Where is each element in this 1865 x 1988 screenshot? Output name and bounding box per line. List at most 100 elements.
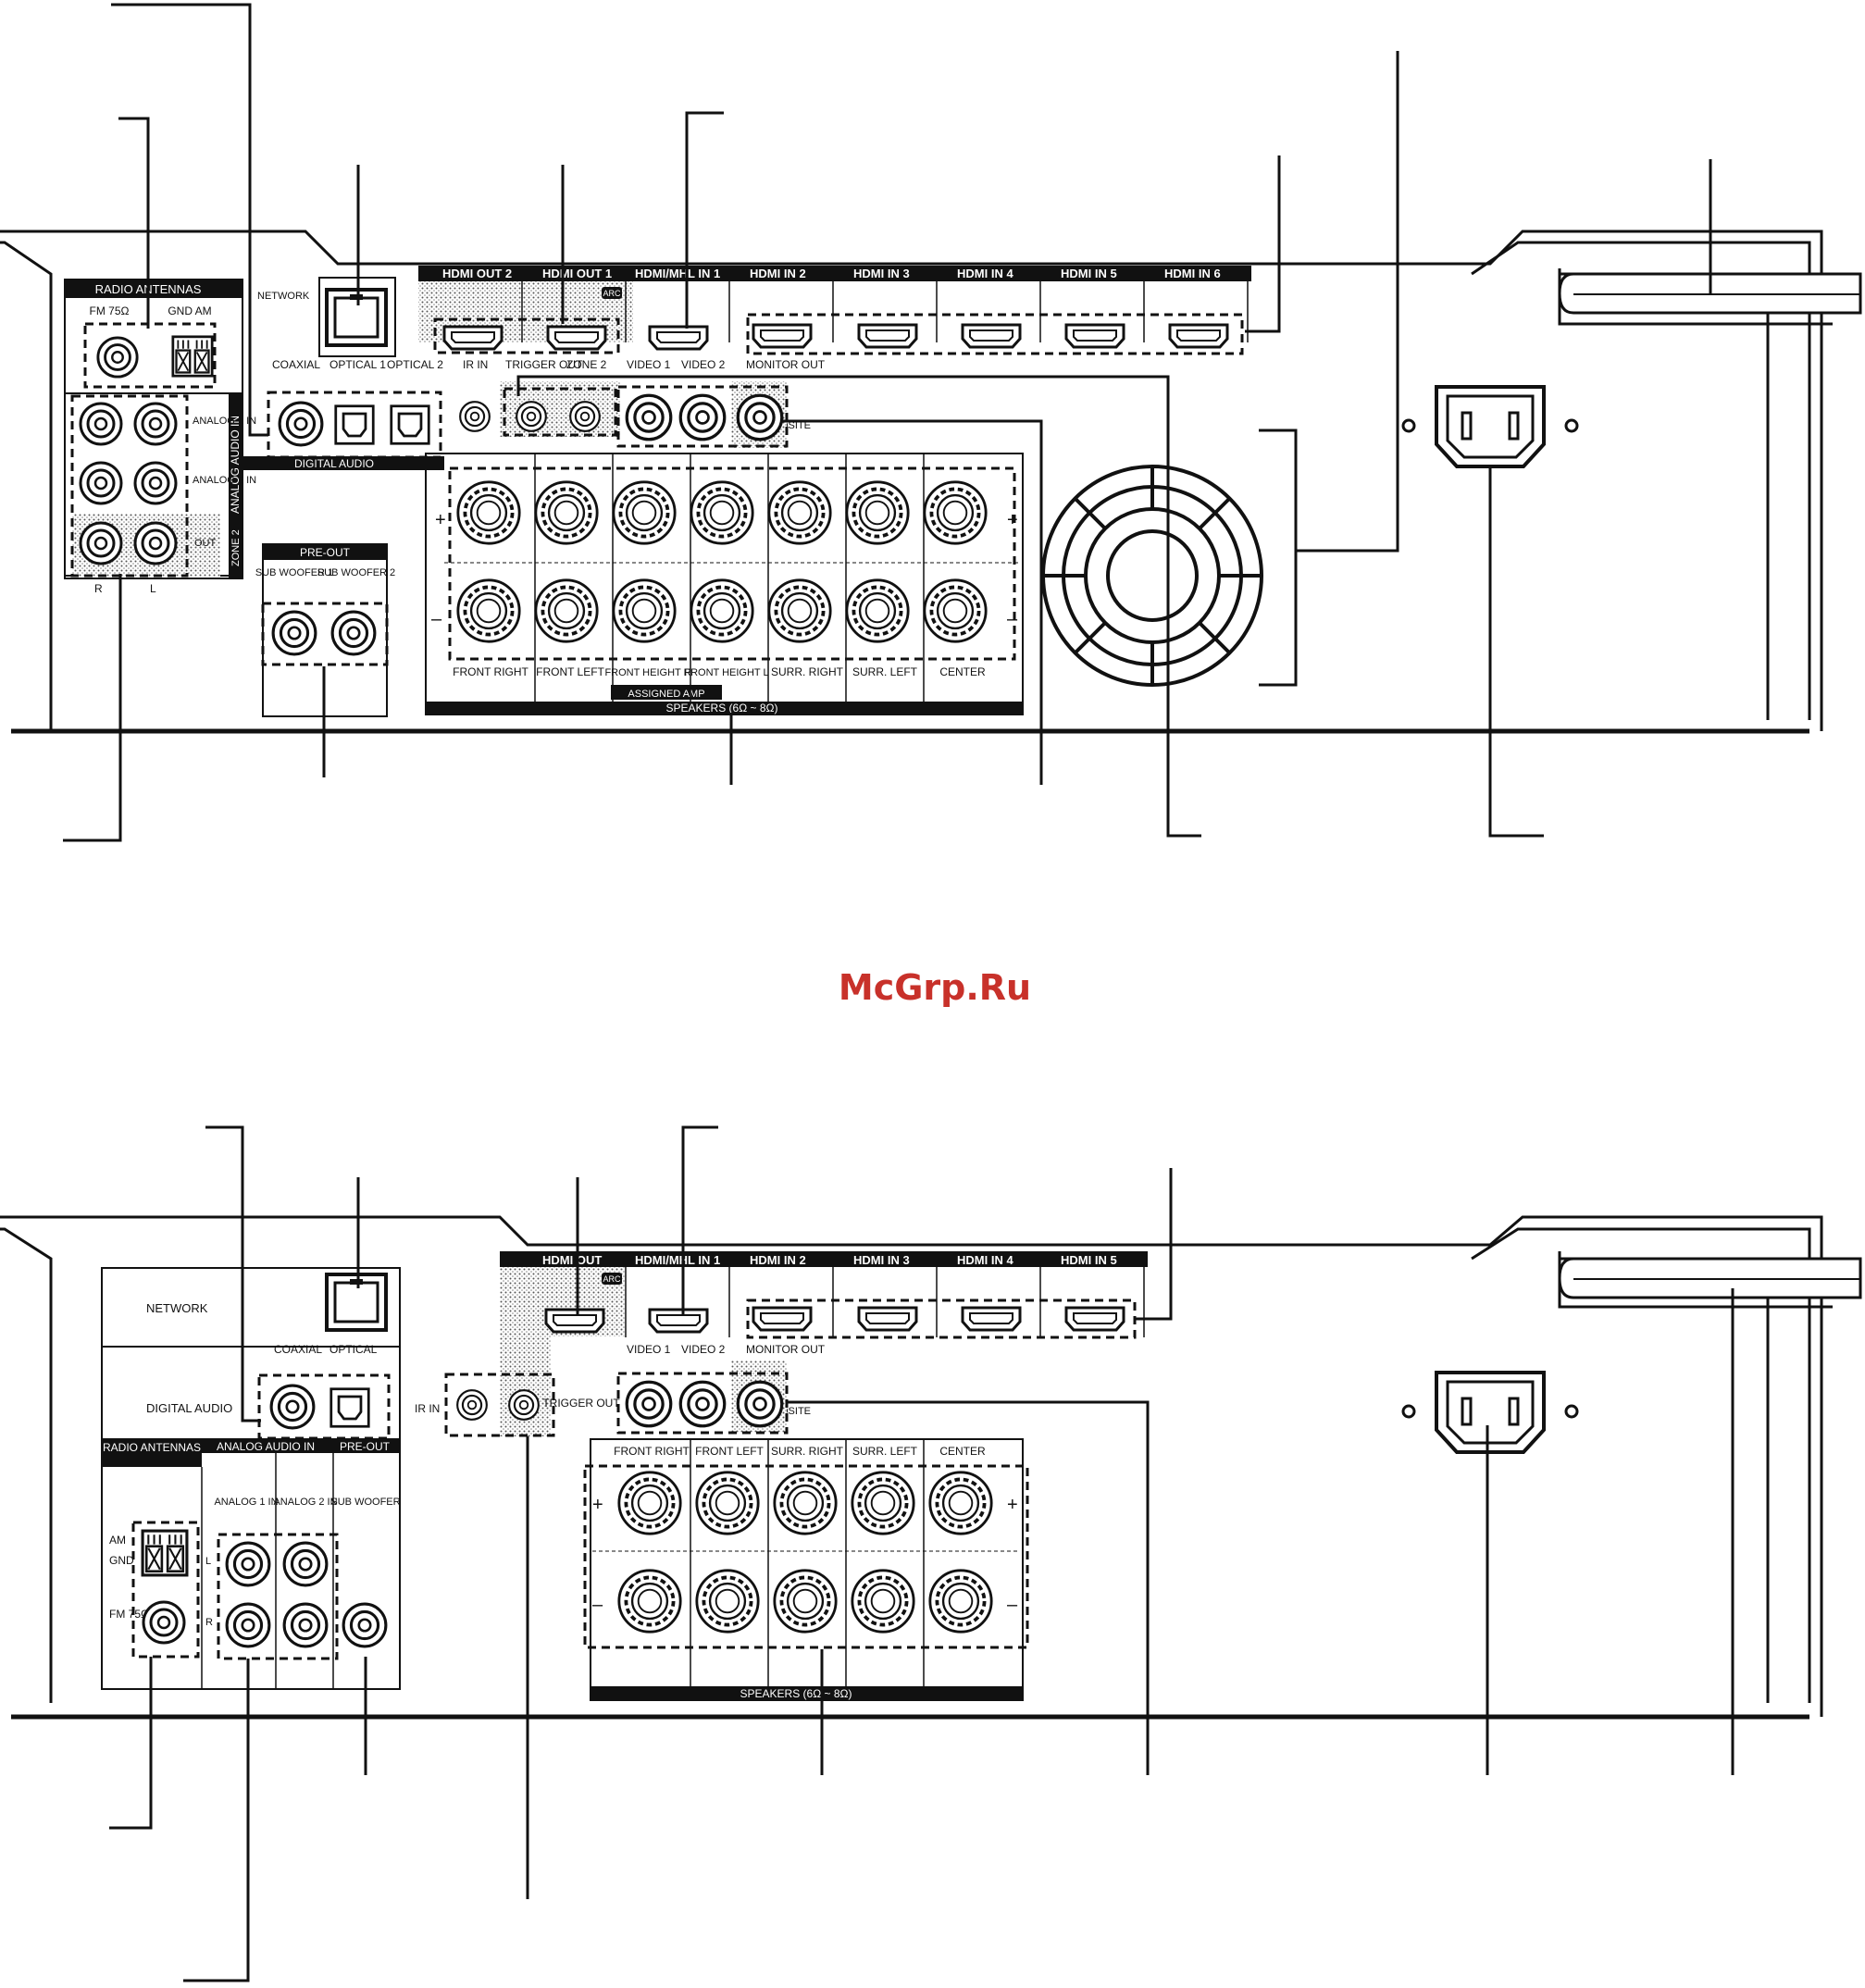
trigger-out-jack[interactable] bbox=[516, 401, 547, 432]
p2-hdmi-mhl-in1-port[interactable] bbox=[648, 1308, 709, 1334]
optical1-label: OPTICAL 1 bbox=[329, 358, 386, 371]
speaker-channel-labels: FRONT RIGHT FRONT LEFT FRONT HEIGHT R FR… bbox=[453, 665, 986, 678]
watermark: McGrp.Ru bbox=[839, 967, 1031, 1008]
panel-1-receiver-rear: RADIO ANTENNAS FM 75Ω GND AM ANALOG AUDI… bbox=[0, 3, 1862, 842]
hdmi-in6-label: HDMI IN 6 bbox=[1164, 267, 1221, 280]
speaker-channel-labels-p2: FRONT RIGHT FRONT LEFT SURR. RIGHT SURR.… bbox=[614, 1445, 986, 1458]
subwoofer2-jack[interactable] bbox=[330, 610, 377, 656]
p2-plus-right-label: + bbox=[1007, 1495, 1018, 1515]
r-label: R bbox=[94, 582, 103, 595]
monitor-out-label: MONITOR OUT bbox=[746, 358, 826, 371]
p2-spk-front-left-label: FRONT LEFT bbox=[695, 1445, 764, 1458]
fm-antenna-jack[interactable] bbox=[96, 336, 139, 379]
p2-ir-in-jack[interactable] bbox=[456, 1389, 488, 1421]
am-antenna-terminal[interactable] bbox=[171, 335, 214, 378]
hdmi-in3-port[interactable] bbox=[857, 323, 918, 349]
analog1-label: ANALOG 1 IN bbox=[193, 416, 256, 427]
zone2-out-r-jack[interactable] bbox=[79, 521, 123, 565]
speakers-label: SPEAKERS (6Ω ~ 8Ω) bbox=[666, 702, 778, 714]
gnd-am-label: GND AM bbox=[168, 304, 211, 317]
p2-video2-jack[interactable] bbox=[678, 1380, 727, 1428]
zone2-out-l-jack[interactable] bbox=[133, 521, 178, 565]
p2-minus-left-label: – bbox=[592, 1595, 603, 1615]
ir-in-jack[interactable] bbox=[459, 401, 491, 432]
p2-hdmi-in3-label: HDMI IN 3 bbox=[853, 1253, 910, 1267]
hdmi-labels: HDMI OUT 2 HDMI OUT 1 HDMI/MHL IN 1 HDMI… bbox=[442, 267, 1221, 280]
hdmi-in2-port[interactable] bbox=[752, 323, 813, 349]
p2-hdmi-out-label: HDMI OUT bbox=[542, 1253, 602, 1267]
callout-lines-p2 bbox=[109, 1125, 1734, 1982]
p2-hdmi-in5-port[interactable] bbox=[1064, 1306, 1125, 1332]
p2-analog2-l-jack[interactable] bbox=[282, 1541, 329, 1587]
p2-fm-antenna-jack[interactable] bbox=[142, 1600, 186, 1645]
spk-front-height-l-label: FRONT HEIGHT L bbox=[684, 667, 768, 678]
monitor-out-jack[interactable] bbox=[736, 393, 784, 441]
hdmi-in4-port[interactable] bbox=[961, 323, 1022, 349]
zone2-out-label: OUT bbox=[194, 538, 217, 549]
spk-surr-left-label: SURR. LEFT bbox=[852, 665, 918, 678]
p2-coaxial-jack[interactable] bbox=[269, 1384, 316, 1430]
p2-video2-label: VIDEO 2 bbox=[681, 1343, 726, 1356]
p2-hdmi-in2-port[interactable] bbox=[752, 1306, 813, 1332]
p2-l-label: L bbox=[205, 1556, 211, 1567]
hdmi-out1-port[interactable] bbox=[546, 325, 607, 351]
p2-hdmi-in3-port[interactable] bbox=[857, 1306, 918, 1332]
p2-radio-antennas-label: RADIO ANTENNAS bbox=[103, 1441, 201, 1454]
hdmi-out2-label: HDMI OUT 2 bbox=[442, 267, 512, 280]
p2-arc-badge: ARC bbox=[603, 1274, 621, 1284]
p2-analog1-label: ANALOG 1 IN bbox=[214, 1497, 278, 1508]
p2-hdmi-mhl-in1-label: HDMI/MHL IN 1 bbox=[635, 1253, 720, 1267]
network-port[interactable] bbox=[325, 288, 388, 347]
subwoofer1-jack[interactable] bbox=[271, 610, 317, 656]
p2-network-port[interactable] bbox=[325, 1273, 388, 1332]
pre-out-label: PRE-OUT bbox=[300, 546, 351, 559]
minus-right-label: – bbox=[1007, 609, 1018, 629]
p2-hdmi-in4-label: HDMI IN 4 bbox=[957, 1253, 1013, 1267]
optical1-port[interactable] bbox=[334, 404, 375, 445]
p2-hdmi-in2-label: HDMI IN 2 bbox=[750, 1253, 806, 1267]
video2-jack[interactable] bbox=[678, 393, 727, 441]
plus-right-label: + bbox=[1007, 510, 1018, 530]
p2-hdmi-in4-port[interactable] bbox=[961, 1306, 1022, 1332]
p2-subwoofer-jack[interactable] bbox=[342, 1602, 388, 1648]
optical2-port[interactable] bbox=[390, 404, 430, 445]
analog2-r-jack[interactable] bbox=[79, 461, 123, 505]
p2-analog1-l-jack[interactable] bbox=[225, 1541, 271, 1587]
assigned-amp-label: ASSIGNED AMP bbox=[628, 689, 704, 700]
p2-am-antenna-terminal[interactable] bbox=[141, 1529, 189, 1577]
p2-trigger-out-jack[interactable] bbox=[508, 1389, 540, 1421]
hdmi-mhl-in1-port[interactable] bbox=[648, 325, 709, 351]
hdmi-in5-port[interactable] bbox=[1064, 323, 1125, 349]
video1-jack[interactable] bbox=[625, 393, 673, 441]
hdmi-out2-port[interactable] bbox=[442, 325, 504, 351]
hdmi-mhl-in1-label: HDMI/MHL IN 1 bbox=[635, 267, 720, 280]
spk-front-left-label: FRONT LEFT bbox=[536, 665, 604, 678]
analog1-l-jack[interactable] bbox=[133, 402, 178, 446]
p2-gnd-label: GND bbox=[109, 1554, 134, 1567]
speaker-terminals-p2[interactable] bbox=[616, 1470, 994, 1634]
zone2-video-label: ZONE 2 bbox=[566, 358, 607, 371]
fm-label: FM 75Ω bbox=[90, 304, 130, 317]
hdmi-in6-port[interactable] bbox=[1168, 323, 1229, 349]
analog-audio-in-label: ANALOG AUDIO IN bbox=[229, 416, 242, 514]
coaxial-label: COAXIAL bbox=[272, 358, 320, 371]
p2-optical-label: OPTICAL bbox=[329, 1343, 378, 1356]
ac-inlet-p2[interactable] bbox=[1401, 1371, 1579, 1454]
p2-optical-port[interactable] bbox=[329, 1387, 370, 1428]
minus-left-label: – bbox=[431, 609, 442, 629]
analog2-l-jack[interactable] bbox=[133, 461, 178, 505]
analog1-r-jack[interactable] bbox=[79, 402, 123, 446]
coaxial-jack[interactable] bbox=[278, 401, 324, 447]
p2-plus-left-label: + bbox=[592, 1495, 603, 1515]
hdmi-in2-label: HDMI IN 2 bbox=[750, 267, 806, 280]
p2-analog2-r-jack[interactable] bbox=[282, 1602, 329, 1648]
ac-inlet-p1[interactable] bbox=[1401, 385, 1579, 468]
zone2-video-jack[interactable] bbox=[569, 401, 601, 432]
p2-monitor-out-jack[interactable] bbox=[736, 1380, 784, 1428]
p2-analog-audio-in-label: ANALOG AUDIO IN bbox=[217, 1440, 315, 1453]
p2-video1-jack[interactable] bbox=[625, 1380, 673, 1428]
p2-hdmi-out-port[interactable] bbox=[544, 1308, 605, 1334]
speaker-terminals-p1[interactable] bbox=[455, 479, 988, 644]
p2-analog1-r-jack[interactable] bbox=[225, 1602, 271, 1648]
